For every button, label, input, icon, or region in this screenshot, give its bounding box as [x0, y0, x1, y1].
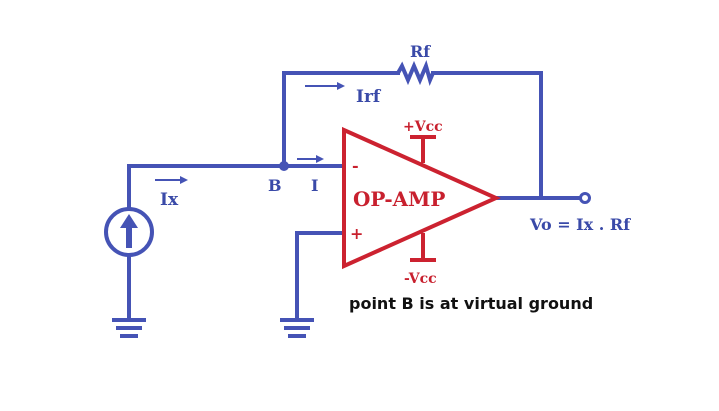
right-arrow-icon [305, 82, 345, 90]
opamp-label: OP-AMP [353, 187, 445, 211]
neg-supply-label: -Vcc [404, 271, 437, 287]
right-arrow-icon [155, 176, 188, 184]
non-inverting-ground-wire [295, 231, 346, 320]
node-label: B [268, 176, 282, 195]
feedback-wire-right [431, 71, 543, 200]
output-equation: Vo = Ix . Rf [529, 215, 631, 234]
non-inverting-sign: + [350, 224, 363, 243]
resistor-label: Rf [410, 42, 431, 61]
output-terminal [579, 192, 591, 204]
pos-supply-label: +Vcc [403, 119, 443, 135]
feedback-wire-left [282, 71, 400, 168]
opamp-input-current-label: I [311, 176, 318, 195]
current-source-icon [104, 207, 154, 257]
input-current-label: Ix [160, 190, 179, 210]
right-arrow-icon [297, 155, 324, 163]
caption: point B is at virtual ground [349, 294, 593, 313]
opamp-symbol [342, 126, 501, 270]
node-b-dot [279, 161, 289, 171]
ground-icon [112, 318, 146, 338]
resistor-icon [396, 60, 435, 86]
inverting-sign: - [352, 156, 359, 175]
feedback-current-label: Irf [356, 87, 382, 107]
wires [127, 71, 582, 320]
ground-icon [280, 318, 314, 338]
input-wire [127, 164, 286, 212]
